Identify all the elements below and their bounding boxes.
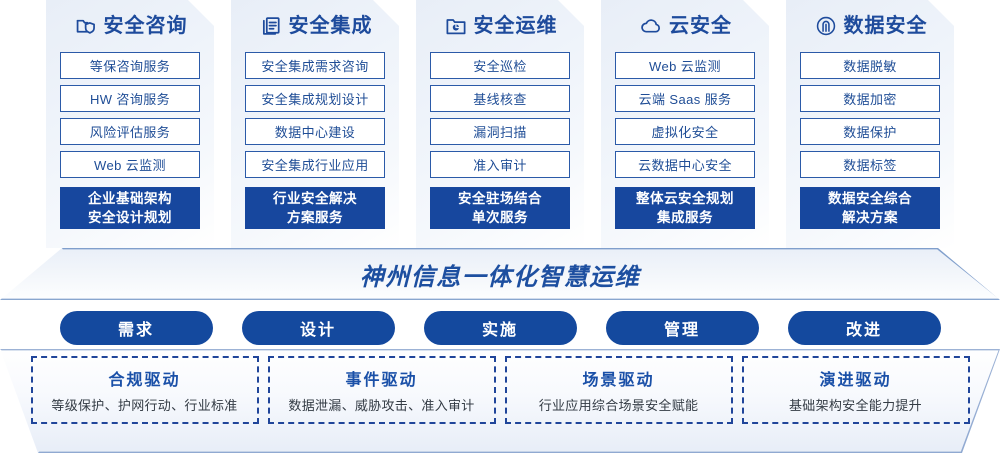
service-column-data-security[interactable]: 数据安全 数据脱敏 数据加密 数据保护 数据标签 数据安全综合 解决方案 bbox=[786, 0, 954, 248]
column-summary-box[interactable]: 数据安全综合 解决方案 bbox=[800, 187, 940, 229]
service-item[interactable]: 等保咨询服务 bbox=[60, 52, 200, 79]
driver-card-compliance[interactable]: 合规驱动 等级保护、护网行动、行业标准 bbox=[30, 356, 259, 424]
column-summary-line1: 整体云安全规划 bbox=[636, 191, 734, 206]
service-item-list: Web 云监测 云端 Saas 服务 虚拟化安全 云数据中心安全 bbox=[601, 52, 769, 178]
service-item[interactable]: Web 云监测 bbox=[615, 52, 755, 79]
driver-title: 事件驱动 bbox=[345, 372, 418, 389]
service-item[interactable]: HW 咨询服务 bbox=[60, 85, 200, 112]
driver-subtitle: 数据泄漏、威胁攻击、准入审计 bbox=[288, 398, 475, 413]
driver-subtitle: 等级保护、护网行动、行业标准 bbox=[51, 398, 238, 413]
service-item[interactable]: 漏洞扫描 bbox=[430, 118, 570, 145]
column-summary-box[interactable]: 行业安全解决 方案服务 bbox=[245, 187, 385, 229]
column-summary-line1: 数据安全综合 bbox=[828, 191, 912, 206]
phase-pill-management[interactable]: 管理 bbox=[605, 311, 759, 345]
service-item[interactable]: 云端 Saas 服务 bbox=[615, 85, 755, 112]
service-item[interactable]: 安全集成规划设计 bbox=[245, 85, 385, 112]
driver-subtitle: 行业应用综合场景安全赋能 bbox=[538, 398, 699, 413]
drivers-trapezoid-shape bbox=[0, 349, 1000, 453]
column-summary-box[interactable]: 企业基础架构 安全设计规划 bbox=[60, 187, 200, 229]
service-item-list: 等保咨询服务 HW 咨询服务 风险评估服务 Web 云监测 bbox=[46, 52, 214, 178]
service-item-list: 安全集成需求咨询 安全集成规划设计 数据中心建设 安全集成行业应用 bbox=[231, 52, 399, 178]
cloud-icon bbox=[640, 15, 662, 37]
service-item[interactable]: 云数据中心安全 bbox=[615, 151, 755, 178]
column-header: 云安全 bbox=[601, 0, 769, 52]
driver-title: 合规驱动 bbox=[108, 372, 181, 389]
driver-card-evolution[interactable]: 演进驱动 基础架构安全能力提升 bbox=[741, 356, 970, 424]
column-summary-line1: 安全驻场结合 bbox=[458, 191, 542, 206]
service-item[interactable]: 风险评估服务 bbox=[60, 118, 200, 145]
driver-list: 合规驱动 等级保护、护网行动、行业标准 事件驱动 数据泄漏、威胁攻击、准入审计 … bbox=[0, 356, 1000, 446]
service-item[interactable]: 安全集成需求咨询 bbox=[245, 52, 385, 79]
drivers-section: 合规驱动 等级保护、护网行动、行业标准 事件驱动 数据泄漏、威胁攻击、准入审计 … bbox=[0, 349, 1000, 455]
driver-card-scenario[interactable]: 场景驱动 行业应用综合场景安全赋能 bbox=[504, 356, 733, 424]
lifecycle-phase-list: 需求 设计 实施 管理 改进 bbox=[0, 311, 1000, 347]
service-item-list: 安全巡检 基线核查 漏洞扫描 准入审计 bbox=[416, 52, 584, 178]
column-summary-line1: 企业基础架构 bbox=[88, 191, 172, 206]
service-column-security-integration[interactable]: 安全集成 安全集成需求咨询 安全集成规划设计 数据中心建设 安全集成行业应用 行… bbox=[231, 0, 399, 248]
column-title: 云安全 bbox=[669, 15, 732, 37]
column-header: 安全咨询 bbox=[46, 0, 214, 52]
service-item[interactable]: 数据保护 bbox=[800, 118, 940, 145]
column-summary-line2: 解决方案 bbox=[842, 210, 898, 225]
service-item[interactable]: 准入审计 bbox=[430, 151, 570, 178]
folder-monitor-icon bbox=[445, 15, 467, 37]
column-summary-box[interactable]: 整体云安全规划 集成服务 bbox=[615, 187, 755, 229]
column-header: 数据安全 bbox=[786, 0, 954, 52]
platform-banner: 神州信息一体化智慧运维 bbox=[0, 248, 1000, 304]
service-item[interactable]: 数据中心建设 bbox=[245, 118, 385, 145]
service-item[interactable]: 安全巡检 bbox=[430, 52, 570, 79]
service-item[interactable]: 虚拟化安全 bbox=[615, 118, 755, 145]
column-summary-box[interactable]: 安全驻场结合 单次服务 bbox=[430, 187, 570, 229]
column-summary-line2: 集成服务 bbox=[657, 210, 713, 225]
column-summary-line2: 单次服务 bbox=[472, 210, 528, 225]
column-summary-line2: 安全设计规划 bbox=[88, 210, 172, 225]
banner-trapezoid-shape bbox=[0, 248, 1000, 300]
driver-card-incident[interactable]: 事件驱动 数据泄漏、威胁攻击、准入审计 bbox=[267, 356, 496, 424]
service-column-security-operations[interactable]: 安全运维 安全巡检 基线核查 漏洞扫描 准入审计 安全驻场结合 单次服务 bbox=[416, 0, 584, 248]
column-title: 数据安全 bbox=[843, 15, 928, 37]
service-columns: 安全咨询 等保咨询服务 HW 咨询服务 风险评估服务 Web 云监测 企业基础架… bbox=[0, 0, 1000, 250]
column-title: 安全咨询 bbox=[103, 15, 188, 37]
phase-pill-improvement[interactable]: 改进 bbox=[787, 311, 941, 345]
documents-copy-icon bbox=[260, 15, 282, 37]
service-item-list: 数据脱敏 数据加密 数据保护 数据标签 bbox=[786, 52, 954, 178]
column-title: 安全集成 bbox=[288, 15, 373, 37]
banner-title: 神州信息一体化智慧运维 bbox=[359, 263, 641, 291]
phase-pill-demand[interactable]: 需求 bbox=[59, 311, 213, 345]
driver-title: 演进驱动 bbox=[819, 372, 892, 389]
fingerprint-icon bbox=[815, 15, 837, 37]
service-item[interactable]: 数据加密 bbox=[800, 85, 940, 112]
service-item[interactable]: Web 云监测 bbox=[60, 151, 200, 178]
service-column-security-consulting[interactable]: 安全咨询 等保咨询服务 HW 咨询服务 风险评估服务 Web 云监测 企业基础架… bbox=[46, 0, 214, 248]
service-column-cloud-security[interactable]: 云安全 Web 云监测 云端 Saas 服务 虚拟化安全 云数据中心安全 整体云… bbox=[601, 0, 769, 248]
column-summary-line2: 方案服务 bbox=[287, 210, 343, 225]
service-item[interactable]: 数据脱敏 bbox=[800, 52, 940, 79]
folder-shield-icon bbox=[75, 15, 97, 37]
column-summary-line1: 行业安全解决 bbox=[273, 191, 357, 206]
column-title: 安全运维 bbox=[473, 15, 558, 37]
service-item[interactable]: 安全集成行业应用 bbox=[245, 151, 385, 178]
service-item[interactable]: 数据标签 bbox=[800, 151, 940, 178]
column-header: 安全运维 bbox=[416, 0, 584, 52]
phase-pill-implementation[interactable]: 实施 bbox=[423, 311, 577, 345]
driver-title: 场景驱动 bbox=[582, 372, 655, 389]
service-item[interactable]: 基线核查 bbox=[430, 85, 570, 112]
phase-pill-design[interactable]: 设计 bbox=[241, 311, 395, 345]
driver-subtitle: 基础架构安全能力提升 bbox=[788, 398, 922, 413]
column-header: 安全集成 bbox=[231, 0, 399, 52]
